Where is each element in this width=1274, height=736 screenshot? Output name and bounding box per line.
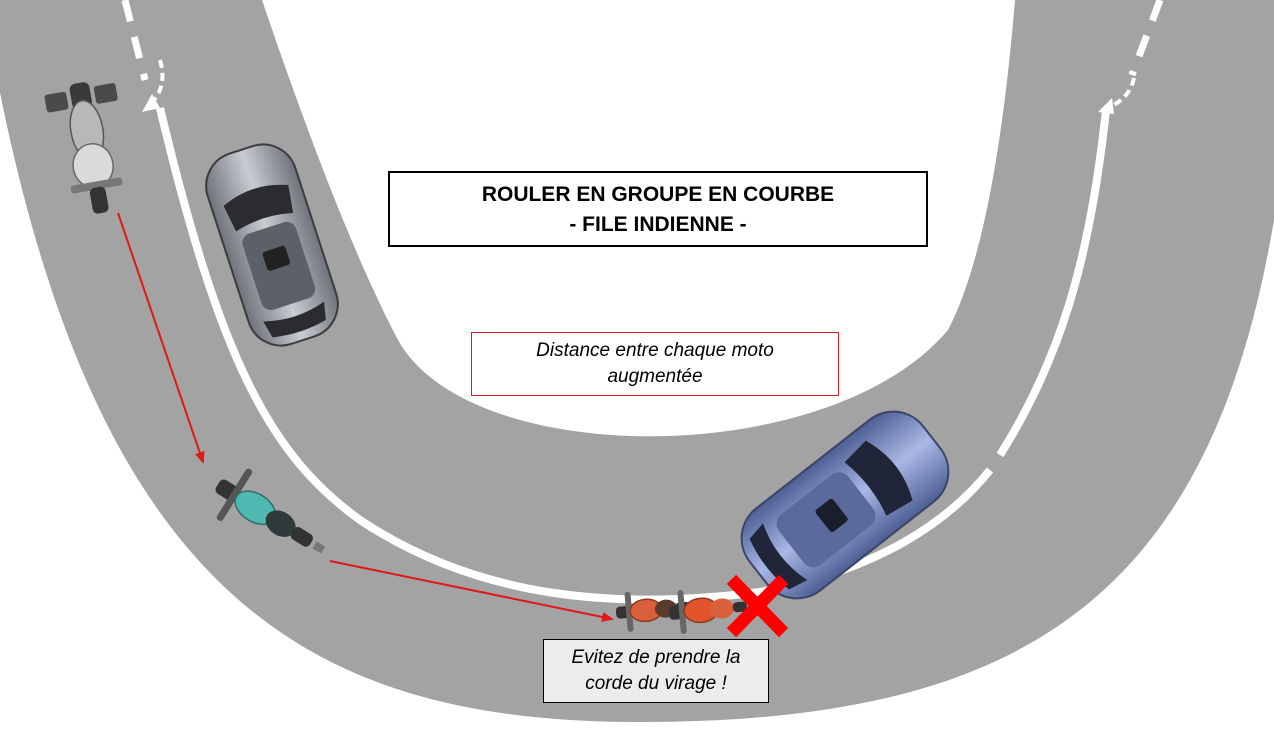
direction-arrow-icon — [142, 59, 165, 112]
motorcycle-icon — [668, 590, 747, 634]
lane-dash-left — [121, 0, 149, 81]
motorcycle-icon — [215, 468, 326, 554]
car-icon — [205, 143, 339, 347]
title-line-2: - FILE INDIENNE - — [569, 213, 747, 236]
road-edge-line-right — [996, 109, 1110, 458]
trajectory-arrow — [329, 560, 614, 622]
distance-note-line-1: Distance entre chaque moto — [536, 340, 774, 361]
distance-note-line-2: augmentée — [607, 366, 703, 387]
motorcycle-icon — [44, 82, 123, 214]
cross-icon — [726, 574, 789, 638]
distance-note: Distance entre chaque moto augmentée — [471, 332, 839, 396]
title-box: ROULER EN GROUPE EN COURBE - FILE INDIEN… — [388, 171, 928, 247]
tip-note: Evitez de prendre la corde du virage ! — [543, 639, 769, 703]
title-line-1: ROULER EN GROUPE EN COURBE — [481, 183, 835, 206]
direction-arrow-icon — [1098, 77, 1136, 114]
tip-note-line-2: corde du virage ! — [585, 673, 727, 694]
car-icon — [740, 410, 950, 600]
road-edge-line — [156, 107, 994, 604]
lane-dash-right — [1128, 0, 1164, 77]
trajectory-arrow — [117, 212, 205, 464]
tip-note-line-1: Evitez de prendre la — [571, 647, 741, 668]
